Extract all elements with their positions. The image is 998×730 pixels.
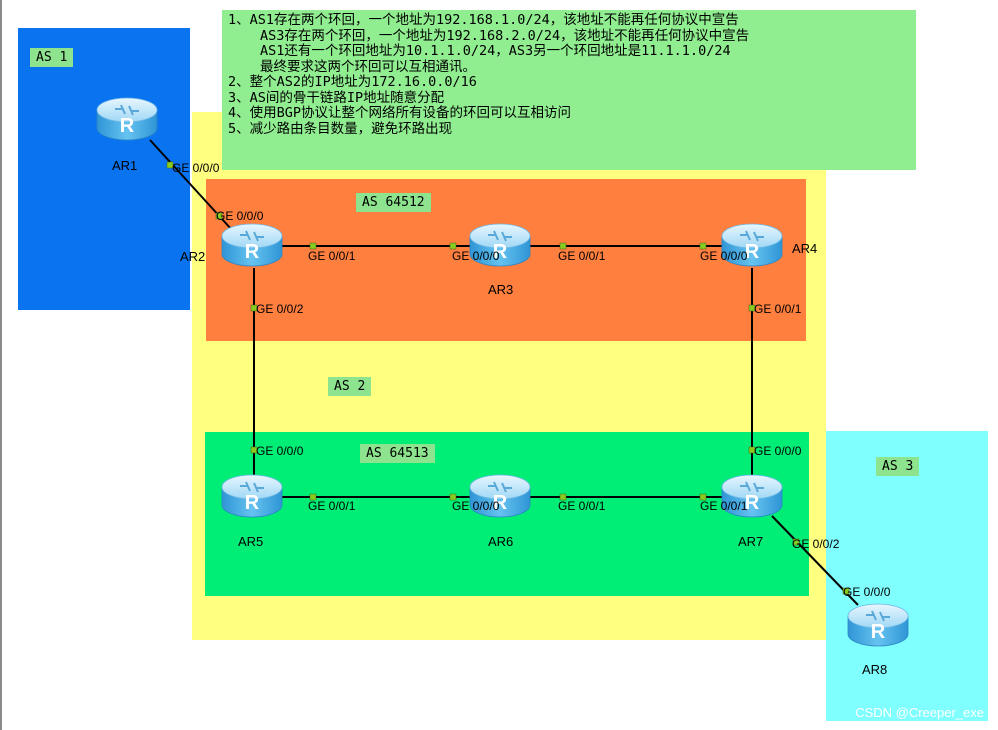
note-line-7: 4、使用BGP协议让整个网络所有设备的环回可以互相访问 [228, 105, 572, 121]
port-label-ar2-g002: GE 0/0/2 [256, 302, 304, 316]
port-label-ar3-g001: GE 0/0/1 [558, 249, 606, 263]
port-dots [166, 161, 850, 595]
note-line-8: 5、减少路由条目数量，避免环路出现 [228, 120, 453, 137]
as1-area [18, 28, 190, 310]
router-ar5-label: AR5 [238, 534, 263, 549]
watermark: CSDN @Creeper_exe [855, 705, 984, 720]
port-label-ar6-g001: GE 0/0/1 [558, 499, 606, 513]
router-ar3-label: AR3 [488, 282, 513, 297]
port-label-ar5-g001: GE 0/0/1 [308, 499, 356, 513]
router-ar6-label: AR6 [488, 534, 513, 549]
as2-label: AS 2 [328, 377, 372, 396]
port-dot-ar2-g001 [309, 242, 317, 250]
port-label-ar6-g000: GE 0/0/0 [452, 499, 500, 513]
port-dot-ar8-g000 [842, 587, 850, 595]
port-label-ar7-g001: GE 0/0/1 [700, 499, 748, 513]
port-label-ar1-g000: GE 0/0/0 [172, 161, 220, 175]
port-dot-ar3-g000 [449, 242, 457, 250]
port-dot-ar7-g001 [699, 493, 707, 501]
note-line-2: AS3存在两个环回，一个地址为192.168.2.0/24，该地址不能再任何协议… [260, 27, 750, 44]
port-label-ar8-g000: GE 0/0/0 [843, 585, 891, 599]
requirements-note: 1、AS1存在两个环回，一个地址为192.168.1.0/24，该地址不能再任何… [222, 10, 916, 170]
port-dot-ar7-g002 [792, 538, 800, 546]
port-dot-ar6-g000 [449, 493, 457, 501]
note-line-4: 最终要求这两个环回可以互相通讯。 [260, 58, 476, 75]
note-line-1: 1、AS1存在两个环回，一个地址为192.168.1.0/24，该地址不能再任何… [228, 12, 739, 28]
note-line-3: AS1还有一个环回地址为10.1.1.0/24，AS3另一个环回地址是11.1.… [260, 43, 731, 59]
port-label-ar5-g000: GE 0/0/0 [256, 444, 304, 458]
as64513-label: AS 64513 [360, 444, 435, 463]
router-ar1-label: AR1 [112, 158, 137, 173]
router-ar4-label: AR4 [792, 241, 817, 256]
router-ar5-icon[interactable] [221, 474, 283, 518]
port-dot-ar7-g000 [748, 446, 756, 454]
note-line-6: 3、AS间的骨干链路IP地址随意分配 [228, 89, 445, 106]
router-ar7-label: AR7 [738, 534, 763, 549]
port-dot-ar5-g000 [250, 446, 258, 454]
port-label-ar7-g000: GE 0/0/0 [754, 444, 802, 458]
as1-label: AS 1 [30, 48, 74, 67]
router-ar2-icon[interactable] [221, 223, 283, 267]
port-label-ar4-g001: GE 0/0/1 [754, 302, 802, 316]
port-label-ar2-g000: GE 0/0/0 [216, 209, 264, 223]
router-ar8-label: AR8 [862, 662, 887, 677]
as3-area [826, 431, 988, 721]
note-line-5: 2、整个AS2的IP地址为172.16.0.0/16 [228, 74, 477, 90]
as3-label: AS 3 [876, 457, 920, 476]
canvas-left-border [0, 0, 2, 730]
port-label-ar2-g001: GE 0/0/1 [308, 249, 356, 263]
port-dot-ar4-g001 [748, 304, 756, 312]
port-label-ar3-g000: GE 0/0/0 [452, 249, 500, 263]
router-ar8-icon[interactable] [847, 603, 909, 647]
port-label-ar7-g002: GE 0/0/2 [792, 537, 840, 551]
router-ar2-label: AR2 [180, 249, 205, 264]
as64512-label: AS 64512 [356, 193, 431, 212]
port-dot-ar5-g001 [309, 493, 317, 501]
port-dot-ar1-g000 [166, 161, 174, 169]
router-ar1-icon[interactable] [96, 97, 158, 141]
port-dot-ar3-g001 [559, 242, 567, 250]
port-dot-ar2-g002 [250, 304, 258, 312]
port-dot-ar4-g000 [699, 242, 707, 250]
port-label-ar4-g000: GE 0/0/0 [700, 249, 748, 263]
port-dot-ar2-g000 [215, 212, 223, 220]
port-dot-ar6-g001 [559, 493, 567, 501]
